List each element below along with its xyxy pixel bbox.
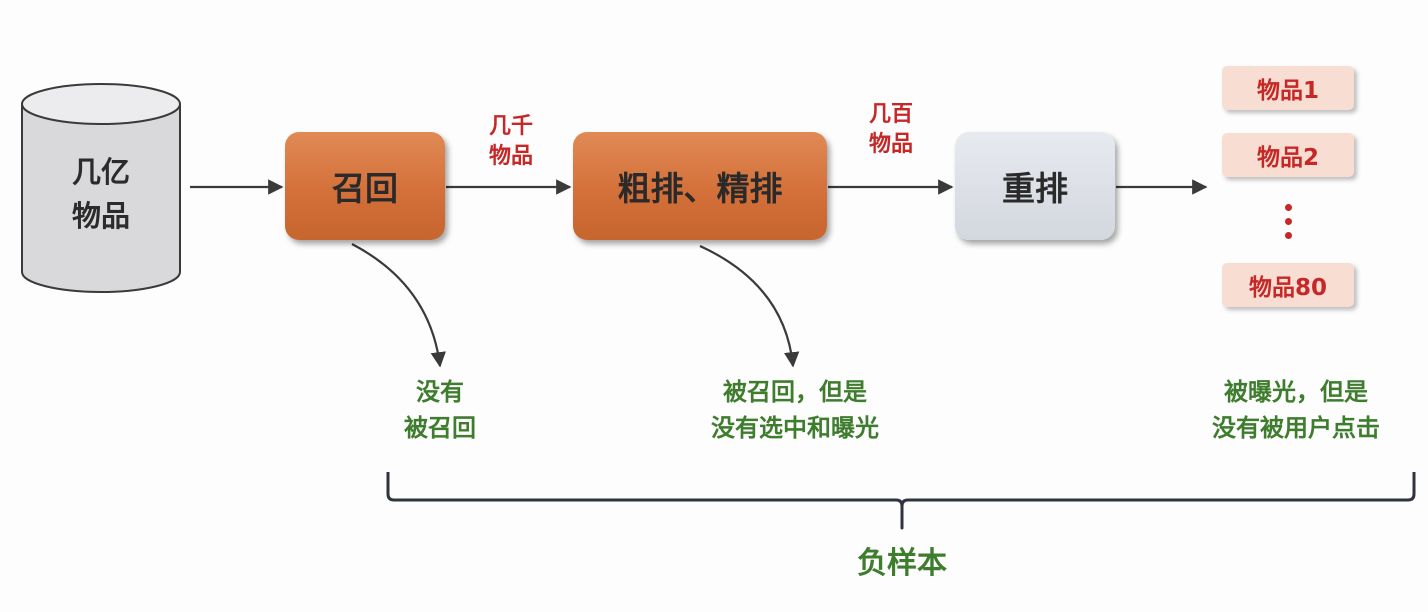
negative-not-recalled: 没有 被召回 [370, 374, 510, 446]
flow-label-after-ranking: 几百 物品 [846, 100, 936, 160]
flow-label-after-ranking-line1: 几百 [868, 102, 913, 127]
ellipsis-dot-1 [1285, 204, 1292, 211]
item-box-80-label: 物品80 [1248, 275, 1327, 301]
flow-label-after-ranking-line2: 物品 [868, 132, 913, 157]
negative-not-exposed: 被召回，但是 没有选中和曝光 [670, 374, 920, 446]
database-cylinder-icon [21, 83, 181, 293]
negative-not-clicked-line2: 没有被用户点击 [1212, 414, 1380, 442]
item-box-1-label: 物品1 [1256, 78, 1319, 104]
recall-stage-box: 召回 [285, 132, 445, 240]
negative-samples-brace [386, 472, 1416, 530]
source-label: 几亿 物品 [22, 150, 180, 238]
negative-not-recalled-line2: 被召回 [404, 414, 476, 442]
rerank-stage-label: 重排 [1002, 169, 1068, 208]
flow-label-after-recall-line2: 物品 [488, 144, 533, 169]
negative-not-clicked: 被曝光，但是 没有被用户点击 [1166, 374, 1426, 446]
negative-not-recalled-line1: 没有 [416, 378, 464, 406]
curve-arrow-not-recalled [351, 243, 446, 368]
negative-samples-label: 负样本 [857, 546, 947, 581]
recall-stage-label: 召回 [332, 169, 398, 208]
flow-label-after-recall-line1: 几千 [488, 114, 533, 139]
curve-arrow-not-exposed [699, 245, 800, 368]
negative-not-clicked-line1: 被曝光，但是 [1224, 378, 1368, 406]
ellipsis-dot-2 [1285, 218, 1292, 225]
flow-label-after-recall: 几千 物品 [466, 112, 556, 172]
item-box-2-label: 物品2 [1256, 145, 1319, 171]
rerank-stage-box: 重排 [955, 132, 1115, 240]
ranking-stage-box: 粗排、精排 [573, 132, 827, 240]
source-label-line1: 几亿 [71, 155, 130, 189]
negative-not-exposed-line2: 没有选中和曝光 [711, 414, 879, 442]
source-label-line2: 物品 [71, 199, 130, 233]
item-box-80: 物品80 [1222, 263, 1354, 307]
ranking-stage-label: 粗排、精排 [617, 169, 783, 208]
ellipsis-dot-3 [1285, 232, 1292, 239]
negative-not-exposed-line1: 被召回，但是 [723, 378, 867, 406]
item-box-1: 物品1 [1222, 66, 1354, 110]
item-box-2: 物品2 [1222, 133, 1354, 177]
